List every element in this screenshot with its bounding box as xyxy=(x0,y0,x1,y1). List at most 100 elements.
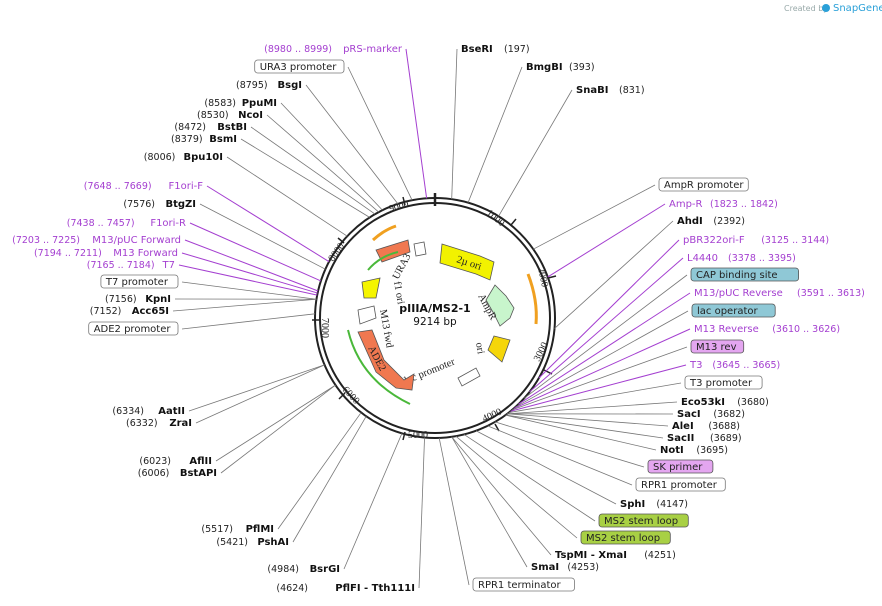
right-label-amp-r[interactable]: Amp-R(1823 .. 1842) xyxy=(547,199,778,278)
right-label-saci[interactable]: SacI(3682) xyxy=(507,409,745,420)
label-name: BsrGI xyxy=(310,564,340,575)
label-name: SacI xyxy=(677,409,701,420)
label-name: PflFI - Tth111I xyxy=(335,583,415,594)
left-leader-line xyxy=(292,416,367,543)
primer-arc-f1 xyxy=(367,251,399,271)
feature-ori-label: ori xyxy=(473,342,486,355)
right-leader-line xyxy=(508,382,682,413)
left-label-ppumi[interactable]: PpuMI(8583) xyxy=(204,98,383,211)
left-leader-line xyxy=(405,48,428,199)
label-position: (3591 .. 3613) xyxy=(797,288,865,299)
label-name: SacII xyxy=(667,433,694,444)
right-label-lac-operator[interactable]: lac operator xyxy=(515,303,776,408)
right-label-ms2-stem-loop[interactable]: MS2 stem loop xyxy=(455,435,671,545)
left-leader-line xyxy=(226,156,348,237)
right-label-smai[interactable]: SmaI(4253) xyxy=(451,436,599,573)
right-label-rpr1-terminator[interactable]: RPR1 terminator xyxy=(438,437,575,592)
left-label-bstbi[interactable]: BstBI(8472) xyxy=(174,122,376,215)
right-label-noti[interactable]: NotI(3695) xyxy=(505,414,728,456)
label-name: M13/pUC Forward xyxy=(92,235,181,246)
label-name: AflII xyxy=(189,456,212,467)
right-label-pbr322ori-f[interactable]: pBR322ori-F(3125 .. 3144) xyxy=(538,235,829,379)
label-box xyxy=(684,375,763,390)
feature-two-micron-ori[interactable]: 2µ ori xyxy=(439,243,495,281)
left-label-f1ori-f[interactable]: F1ori-F(7648 .. 7669) xyxy=(84,181,330,263)
left-label-prs-marker[interactable]: pRS-marker(8980 .. 8999) xyxy=(264,44,428,199)
left-label-bsmi[interactable]: BsmI(8379) xyxy=(171,134,370,218)
right-label-sk-primer[interactable]: SK primer xyxy=(494,421,714,474)
primer-arc-ade2 xyxy=(347,329,411,405)
right-leader-line xyxy=(463,434,596,522)
right-leader-line xyxy=(523,274,688,399)
left-leader-line xyxy=(178,264,318,296)
right-label-snabi[interactable]: SnaBI(831) xyxy=(498,85,645,217)
left-label-aatii[interactable]: AatII(6334) xyxy=(112,364,325,417)
left-label-ncoi[interactable]: NcoI(8530) xyxy=(197,110,379,213)
label-box-text: ADE2 promoter xyxy=(94,324,172,335)
left-leader-line xyxy=(220,384,336,474)
label-position: (7648 .. 7669) xyxy=(84,181,152,192)
left-label-t7[interactable]: T7(7165 .. 7184) xyxy=(87,260,318,296)
right-leader-line xyxy=(451,48,458,200)
right-label-eco53ki[interactable]: Eco53kI(3680) xyxy=(507,397,769,415)
right-leader-line xyxy=(438,437,470,586)
left-label-pshai[interactable]: PshAI(5421) xyxy=(216,416,367,548)
right-label-m13-puc-reverse[interactable]: M13/pUC Reverse(3591 .. 3613) xyxy=(518,288,865,405)
left-label-ade2-promoter[interactable]: ADE2 promoter xyxy=(88,313,316,336)
right-label-ms2-stem-loop[interactable]: MS2 stem loop xyxy=(463,434,689,528)
left-label-t7-promoter[interactable]: T7 promoter xyxy=(100,274,317,300)
left-label-kpni[interactable]: KpnI(7156) xyxy=(105,294,317,305)
label-position: (3610 .. 3626) xyxy=(772,324,840,335)
feature-lac-promoter[interactable]: lac promoter xyxy=(403,356,481,387)
right-label-rpr1-promoter[interactable]: RPR1 promoter xyxy=(487,425,726,492)
right-label-cap-binding-site[interactable]: CAP binding site xyxy=(523,267,799,399)
right-label-alei[interactable]: AleI(3688) xyxy=(507,413,740,432)
right-label-ampr-promoter[interactable]: AmpR promoter xyxy=(533,177,749,250)
right-leader-line xyxy=(455,435,578,539)
right-label-bmgbi[interactable]: BmgBI(393) xyxy=(467,62,595,203)
left-leader-line xyxy=(184,239,319,292)
label-name: BtgZI xyxy=(165,199,196,210)
left-label-bstapi[interactable]: BstAPI(6006) xyxy=(138,384,336,479)
right-label-t3[interactable]: T3 (3645 .. 3665) xyxy=(510,360,781,412)
label-box-text: T7 promoter xyxy=(105,277,169,288)
label-position: (7152) xyxy=(90,306,122,317)
right-leader-line xyxy=(538,239,680,379)
label-name: BstAPI xyxy=(180,468,217,479)
left-label-pflmi[interactable]: PflMI(5517) xyxy=(201,412,362,535)
label-position: (8795) xyxy=(236,80,268,91)
right-label-m13-rev[interactable]: M13 rev xyxy=(511,339,745,411)
right-label-bseri[interactable]: BseRI(197) xyxy=(451,44,530,200)
label-name: Amp-R xyxy=(669,199,703,210)
left-label-btgzi[interactable]: BtgZI(7576) xyxy=(123,199,326,270)
feature-f1-ori[interactable]: f1 ori xyxy=(361,277,406,305)
left-label-m13-forward[interactable]: M13 Forward(7194 .. 7211) xyxy=(34,248,318,294)
feature-ura3[interactable]: URA3 xyxy=(375,239,414,281)
right-label-t3-promoter[interactable]: T3 promoter xyxy=(508,375,763,413)
left-label-acc65i[interactable]: Acc65I(7152) xyxy=(90,298,317,317)
left-label-aflii[interactable]: AflII(6023) xyxy=(139,384,336,467)
left-label-bsrgi[interactable]: BsrGI(4984) xyxy=(267,433,403,575)
feature-ori[interactable]: ori xyxy=(473,335,511,363)
left-label-pflfi-tth111i[interactable]: PflFI - Tth111I(4624) xyxy=(276,437,425,594)
right-label-sacii[interactable]: SacII(3689) xyxy=(505,414,742,444)
feature-ampr[interactable]: AmpR xyxy=(475,284,515,327)
label-position: (7203 .. 7225) xyxy=(12,235,80,246)
right-label-l4440[interactable]: L4440(3378 .. 3395) xyxy=(529,253,796,393)
left-label-ura3-promoter[interactable]: URA3 promoter xyxy=(254,59,413,201)
right-label-tspmi-xmai[interactable]: TspMI - XmaI(4251) xyxy=(451,436,676,561)
label-position: (3645 .. 3665) xyxy=(712,360,780,371)
left-label-f1ori-r[interactable]: F1ori-R(7438 .. 7457) xyxy=(67,218,322,282)
credit-prefix: Created by xyxy=(784,4,828,13)
right-label-sphi[interactable]: SphI(4147) xyxy=(475,430,688,510)
label-name: T3 xyxy=(689,360,702,371)
left-label-zrai[interactable]: ZraI(6332) xyxy=(126,364,325,429)
label-name: AleI xyxy=(672,421,694,432)
left-label-m13-puc-forward[interactable]: M13/pUC Forward (7203 .. 7225) xyxy=(12,235,319,292)
right-label-m13-reverse[interactable]: M13 Reverse(3610 .. 3626) xyxy=(513,324,840,410)
left-label-bsgi[interactable]: BsgI(8795) xyxy=(236,80,399,205)
left-label-bpu10i[interactable]: Bpu10I(8006) xyxy=(144,152,348,237)
right-label-ahdi[interactable]: AhdI(2392) xyxy=(554,216,745,329)
